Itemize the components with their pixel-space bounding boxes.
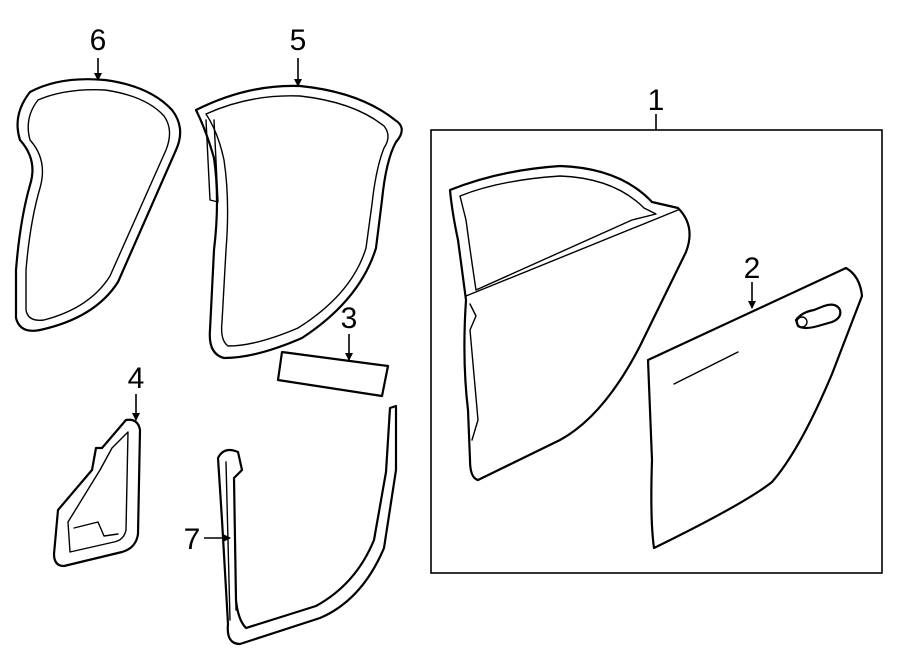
callout-6: 6 [90, 24, 107, 57]
part-5-weatherstrip[interactable] [194, 84, 403, 360]
callout-1: 1 [648, 84, 665, 117]
callout-5: 5 [290, 24, 307, 57]
part-4-seal[interactable] [52, 418, 142, 568]
callout-4: 4 [128, 362, 145, 395]
part-1-door-shell[interactable] [448, 164, 691, 482]
part-6-weatherstrip[interactable] [14, 78, 182, 332]
part-3-strip[interactable] [276, 350, 390, 398]
part-7-seal[interactable] [216, 404, 398, 646]
callout-2: 2 [744, 252, 761, 285]
callout-3: 3 [341, 302, 358, 335]
callout-7: 7 [184, 523, 201, 556]
part-2-door-panel[interactable] [646, 266, 864, 550]
